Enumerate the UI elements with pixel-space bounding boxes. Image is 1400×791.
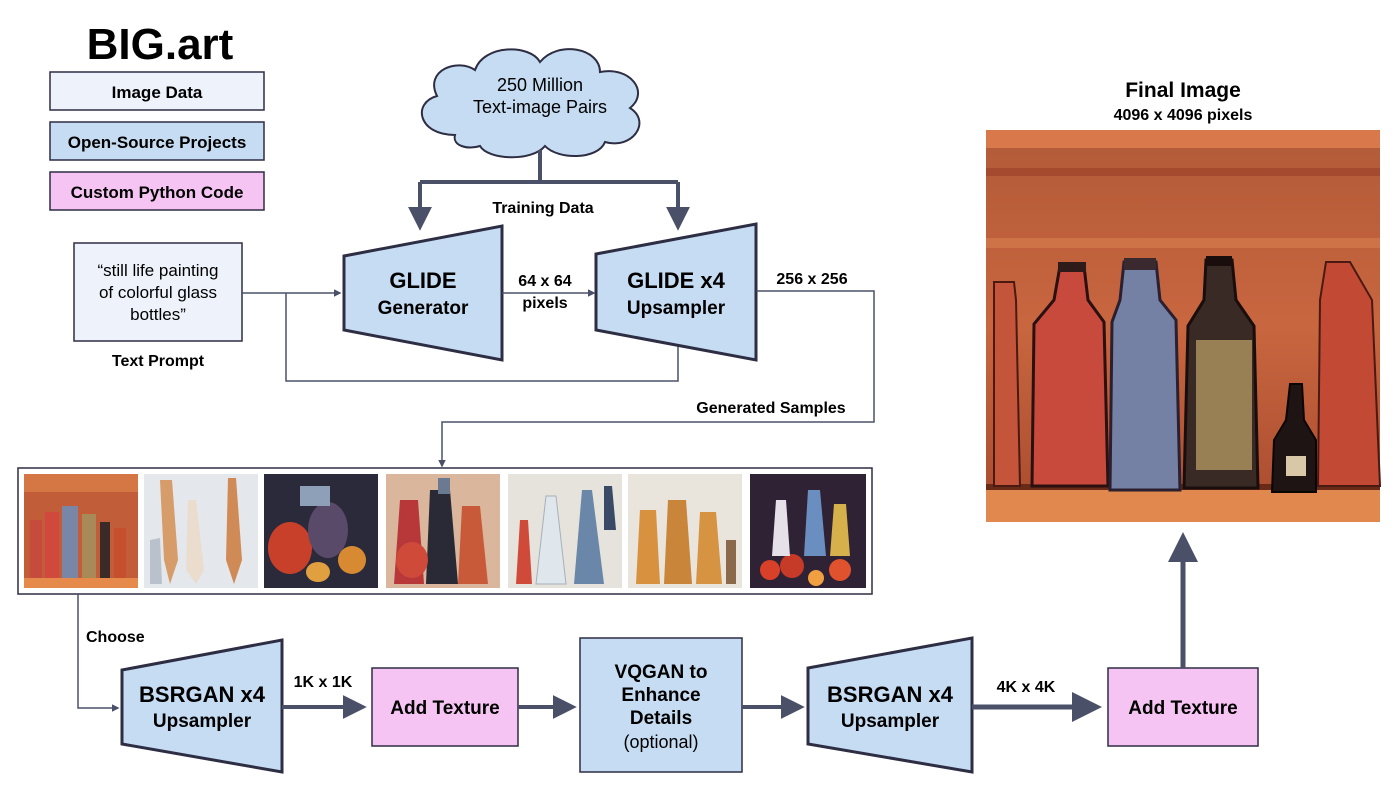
generated-samples-strip xyxy=(17,467,873,595)
final-image-sub: 4096 x 4096 pixels xyxy=(1114,107,1253,124)
final-image-title: Final Image xyxy=(1125,79,1241,102)
glide-generator-title: GLIDE xyxy=(389,268,456,293)
sample-thumbnail[interactable] xyxy=(264,474,378,588)
add-texture-1: Add Texture xyxy=(371,667,519,747)
res-64-line-1: 64 x 64 xyxy=(518,273,571,290)
add-texture-1-box xyxy=(371,667,519,747)
cloud-line-1: 250 Million xyxy=(497,75,583,95)
add-texture-2: Add Texture xyxy=(1107,667,1259,747)
legend-swatch-image-data xyxy=(49,71,265,111)
glide-upsampler-shape xyxy=(594,222,758,362)
vqgan-box xyxy=(579,637,743,773)
bsrgan-1-shape xyxy=(120,638,284,774)
text-prompt: “still life painting of colorful glass b… xyxy=(73,242,243,370)
sample-thumbnail[interactable] xyxy=(144,474,258,588)
glide-generator-sub: Generator xyxy=(378,298,469,319)
res-256-label: 256 x 256 xyxy=(776,271,847,288)
vqgan-line-3: Details xyxy=(630,708,692,729)
res-1k-label: 1K x 1K xyxy=(294,674,353,691)
legend-swatch-custom-code xyxy=(49,171,265,211)
sample-thumbnail[interactable] xyxy=(386,474,500,588)
vqgan-line-1: VQGAN to xyxy=(615,662,708,683)
bsrgan-2-shape xyxy=(806,636,974,774)
legend-swatch-open-source xyxy=(49,121,265,161)
bsrgan-1-title: BSRGAN x4 xyxy=(139,682,266,707)
bsrgan-upsampler-2: BSRGAN x4 Upsampler xyxy=(806,636,974,774)
glide-generator: GLIDE Generator xyxy=(342,224,504,362)
bsrgan-1-sub: Upsampler xyxy=(153,711,252,732)
bsrgan-2-title: BSRGAN x4 xyxy=(827,682,954,707)
generated-samples-label: Generated Samples xyxy=(696,400,846,417)
legend-label-open-source: Open-Source Projects xyxy=(68,133,247,152)
data-source-cloud: 250 Million Text-image Pairs xyxy=(420,48,641,159)
arrow-upsampler-to-samples xyxy=(438,290,875,468)
prompt-line-1: “still life painting xyxy=(98,261,219,280)
choose-label: Choose xyxy=(86,629,145,646)
prompt-connectors xyxy=(242,289,682,382)
prompt-line-3: bottles” xyxy=(130,305,186,324)
app-title: BIG.art xyxy=(87,20,234,69)
glide-upsampler-sub: Upsampler xyxy=(627,298,726,319)
prompt-box xyxy=(73,242,243,342)
legend-label-custom-code: Custom Python Code xyxy=(71,183,244,202)
glide-generator-shape xyxy=(342,224,504,362)
cloud-shape xyxy=(420,48,641,159)
res-64-line-2: pixels xyxy=(522,295,567,312)
vqgan-line-2: Enhance xyxy=(621,685,700,706)
bsrgan-upsampler-1: BSRGAN x4 Upsampler xyxy=(120,638,284,774)
final-image xyxy=(986,130,1382,522)
training-data-label: Training Data xyxy=(492,200,593,217)
sample-thumbnail[interactable] xyxy=(750,474,866,588)
sample-thumbnail[interactable] xyxy=(24,474,138,588)
legend: Image Data Open-Source Projects Custom P… xyxy=(49,71,265,211)
vqgan-optional: (optional) xyxy=(623,732,698,752)
add-texture-1-label: Add Texture xyxy=(390,698,499,719)
arrow-choose-to-bsrgan xyxy=(77,594,120,712)
prompt-caption: Text Prompt xyxy=(112,353,205,370)
bsrgan-2-sub: Upsampler xyxy=(841,711,940,732)
prompt-line-2: of colorful glass xyxy=(99,283,217,302)
glide-upsampler: GLIDE x4 Upsampler xyxy=(594,222,758,362)
cloud-line-2: Text-image Pairs xyxy=(473,97,607,117)
vqgan-node: VQGAN to Enhance Details (optional) xyxy=(579,637,743,773)
legend-label-image-data: Image Data xyxy=(112,83,203,102)
sample-thumbnail[interactable] xyxy=(628,474,742,588)
training-data-connectors xyxy=(408,150,690,231)
res-4k-label: 4K x 4K xyxy=(997,679,1056,696)
add-texture-2-label: Add Texture xyxy=(1128,698,1237,719)
add-texture-2-box xyxy=(1107,667,1259,747)
sample-thumbnail[interactable] xyxy=(508,474,622,588)
glide-upsampler-title: GLIDE x4 xyxy=(627,268,726,293)
